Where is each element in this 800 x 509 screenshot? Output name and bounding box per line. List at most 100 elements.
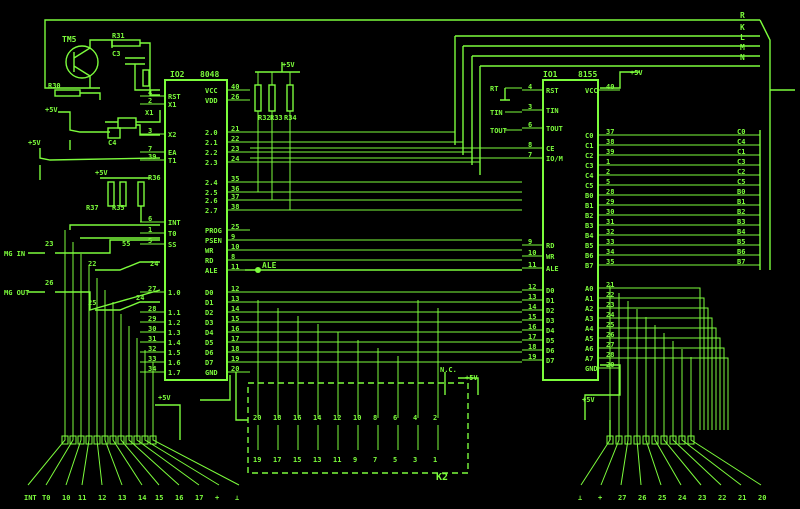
right-conn-label: 27 <box>618 494 626 502</box>
port-a-wire <box>620 337 721 430</box>
left-conn-wire <box>152 362 240 486</box>
u2-pin-num: 31 <box>148 335 156 343</box>
u2-pin-name: D7 <box>205 359 213 367</box>
k2-top-num: 14 <box>313 414 321 422</box>
u2-pin-name: INT <box>168 219 181 227</box>
u1-ext-label: TOUT <box>490 127 507 135</box>
left-conn-pin <box>149 435 157 445</box>
u2-pin-num: 8 <box>231 253 235 261</box>
u2-pin-num: 4 <box>148 89 152 97</box>
chip-8155-ref: IO1 <box>543 70 558 79</box>
u1-pin-num: 14 <box>528 303 536 311</box>
u1-pin-num: 12 <box>528 283 536 291</box>
k2-bot-num: 5 <box>393 456 397 464</box>
port-a-wire <box>620 327 717 430</box>
k2-bot-num: 3 <box>413 456 417 464</box>
right-conn-pin <box>624 435 632 445</box>
ground-symbol <box>500 88 510 101</box>
u1-pin-name: C2 <box>585 152 593 160</box>
left-conn-label: 16 <box>175 494 183 502</box>
u2-pin-name: 2.7 <box>205 207 218 215</box>
right-conn-wire <box>690 357 762 486</box>
right-conn-label: 22 <box>718 494 726 502</box>
u1-pin-name: B4 <box>585 232 593 240</box>
u1-pin-name: B0 <box>585 192 593 200</box>
u2-pin-num: 35 <box>231 175 239 183</box>
chip-8048-part: 8048 <box>200 70 219 79</box>
u2-pin-name: EA <box>168 149 177 157</box>
u2-pin-name: PROG <box>205 227 222 235</box>
port-a-wire <box>620 317 713 430</box>
u2-pin-num: 5 <box>148 237 152 245</box>
label-nc: N.C. <box>440 366 457 374</box>
right-conn-wire <box>645 317 662 486</box>
left-conn-label: 10 <box>62 494 70 502</box>
pullup-resistor <box>268 84 276 112</box>
k2-top-num: 8 <box>373 414 377 422</box>
u2-pin-name: 2.2 <box>205 149 218 157</box>
u2-pin-name: 1.3 <box>168 329 181 337</box>
k2-top-num: 6 <box>393 414 397 422</box>
k2-bot-num: 7 <box>373 456 377 464</box>
u2-pin-name: 1.5 <box>168 349 181 357</box>
u1-pin-num: 39 <box>606 148 614 156</box>
label-sw-24a: 24 <box>150 260 158 268</box>
u1-pin-name: A6 <box>585 345 593 353</box>
u1-pin-name: C1 <box>585 142 593 150</box>
left-conn-wire <box>45 242 74 486</box>
k2-top-num: 12 <box>333 414 341 422</box>
left-conn-label: 11 <box>78 494 86 502</box>
pullup-resistor <box>286 84 294 112</box>
right-conn-label: + <box>598 494 602 502</box>
left-conn-wire <box>96 278 103 486</box>
u1-pin-num: 3 <box>528 103 532 111</box>
u1-pin-name: D0 <box>546 287 554 295</box>
u1-pin-num: 18 <box>528 343 536 351</box>
label-u2-plus5v: +5V <box>282 61 295 69</box>
u2-pin-num: 18 <box>231 345 239 353</box>
u2-pin-num: 6 <box>148 215 152 223</box>
port-out-label: C0 <box>737 128 745 136</box>
left-conn-wire <box>128 326 180 486</box>
u1-pin-num: 10 <box>528 249 536 257</box>
u2-pin-num: 1 <box>148 226 152 234</box>
u1-pin-num: 40 <box>606 83 614 91</box>
right-conn-pin <box>687 435 695 445</box>
u1-pin-name: A0 <box>585 285 593 293</box>
u2-pin-num: 13 <box>231 295 239 303</box>
u1-pin-name: C4 <box>585 172 593 180</box>
bus-letter: K <box>740 23 745 32</box>
left-conn-pin <box>101 435 109 445</box>
u1-pin-num: 16 <box>528 323 536 331</box>
port-out-label: C1 <box>737 148 745 156</box>
left-conn-label: 12 <box>98 494 106 502</box>
u2-pin-name: T0 <box>168 230 176 238</box>
right-conn-label: 20 <box>758 494 766 502</box>
u1-pin-name: TIN <box>546 107 559 115</box>
u2-pin-name: D0 <box>205 289 213 297</box>
u2-pin-name: D4 <box>205 329 213 337</box>
u1-pin-name: IO/M <box>546 155 563 163</box>
u2-pin-num: 37 <box>231 193 239 201</box>
left-conn-label: ⊥ <box>235 494 239 502</box>
u2-pin-name: 1.4 <box>168 339 181 347</box>
label-r35: R35 <box>112 204 125 212</box>
label-r32: R32 <box>258 114 271 122</box>
right-conn-wire <box>636 309 642 486</box>
left-conn-label: INT <box>24 494 37 502</box>
label-sw-22: 22 <box>88 260 96 268</box>
bus-letter: R <box>740 11 745 20</box>
pullup-resistor <box>254 84 262 112</box>
label-ss-num: 55 <box>122 240 130 248</box>
right-conn-pin <box>633 435 641 445</box>
crystal-x1 <box>117 117 137 129</box>
u2-pin-num: 39 <box>148 153 156 161</box>
u2-pin-num: 9 <box>231 233 235 241</box>
k2-top-num: 2 <box>433 414 437 422</box>
left-conn-pin <box>61 435 69 445</box>
u1-pin-num: 34 <box>606 248 614 256</box>
u1-pin-name: A4 <box>585 325 593 333</box>
right-conn-pin <box>651 435 659 445</box>
